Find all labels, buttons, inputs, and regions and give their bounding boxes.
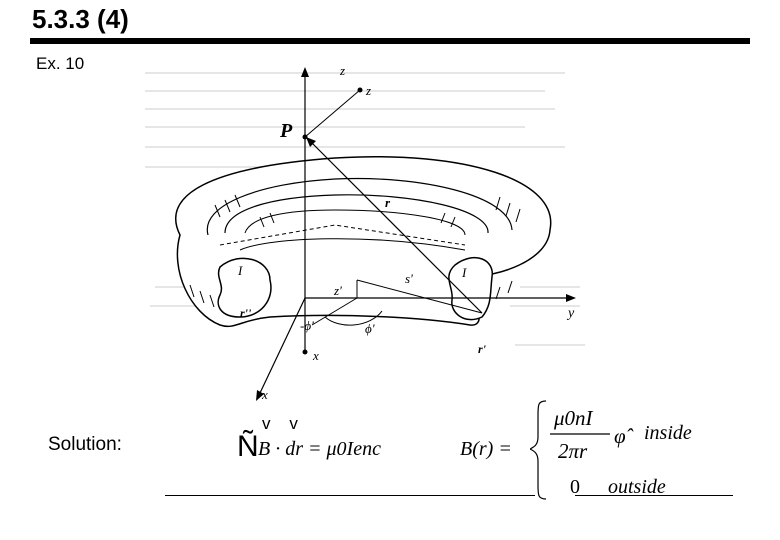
z-point-dot [357,87,363,93]
current-right-label: I [461,265,467,280]
ampere-law-equation: B · dr = μ0Ienc [258,438,381,460]
piecewise-field: μ0nI 2πr φ̂ inside 0 outside [530,400,692,500]
x-axis-line [259,297,306,394]
vector-r-label: r [385,195,391,210]
outside-label: outside [608,476,666,498]
phi-ray [311,297,358,326]
x-axis-label: x [261,387,268,402]
torus-hole-floor [239,238,466,251]
z-point-projection [304,89,361,138]
z-prime-label: z' [333,283,342,298]
ampere-integral-sign: Ñ [237,430,259,463]
torus-inner-rim-3 [244,209,466,236]
inside-unit-vector: φ̂ [614,424,634,448]
x-point-dot [302,349,308,355]
z-axis-arrow [301,67,309,77]
inside-numerator: μ0nI [553,406,594,430]
z-point-label: z [365,83,371,98]
s-prime-label: s' [405,271,413,286]
ampere-vector-marks: v v [262,414,298,433]
solution-label: Solution: [48,434,122,455]
piecewise-brace [530,400,547,500]
cross-section-right [448,256,493,321]
phi-prime-left-label: -ϕ' [300,318,314,333]
r-prime-label: r' [478,342,487,356]
x-axis-arrow [256,390,264,401]
inside-denominator: 2πr [558,439,588,463]
phi-prime-right-label: ϕ' [365,321,375,336]
x-point-label: x [312,348,319,363]
field-lhs: B(r) = [460,438,512,460]
r-double-prime-label: r'' [240,306,252,320]
solution-underline-right [575,495,733,496]
example-label: Ex. 10 [36,54,85,73]
solution-underline-left [165,495,535,496]
point-p-label: P [279,120,293,142]
outside-value: 0 [570,476,580,498]
torus-windings [189,194,521,308]
inside-label: inside [644,422,692,444]
s-prime-line [356,279,483,314]
y-axis-arrow [566,294,576,302]
point-p-dot [302,134,308,140]
torus-inner-rim-1 [206,177,513,236]
cross-section-left [217,257,272,318]
vector-r-arrow [306,137,316,147]
slide-title: 5.3.3 (4) [32,4,129,34]
title-rule [30,38,750,44]
torus-inner-rim-2 [224,194,489,234]
cutting-plane [219,224,466,246]
vector-r [311,142,483,314]
current-left-label: I [237,263,243,278]
z-axis-label: z [339,63,345,78]
toroid-figure: P z z y x x I I r r'' r' s' z' -ϕ' ϕ' [175,63,576,402]
y-axis-label: y [566,306,575,321]
phi-arc [324,310,383,326]
